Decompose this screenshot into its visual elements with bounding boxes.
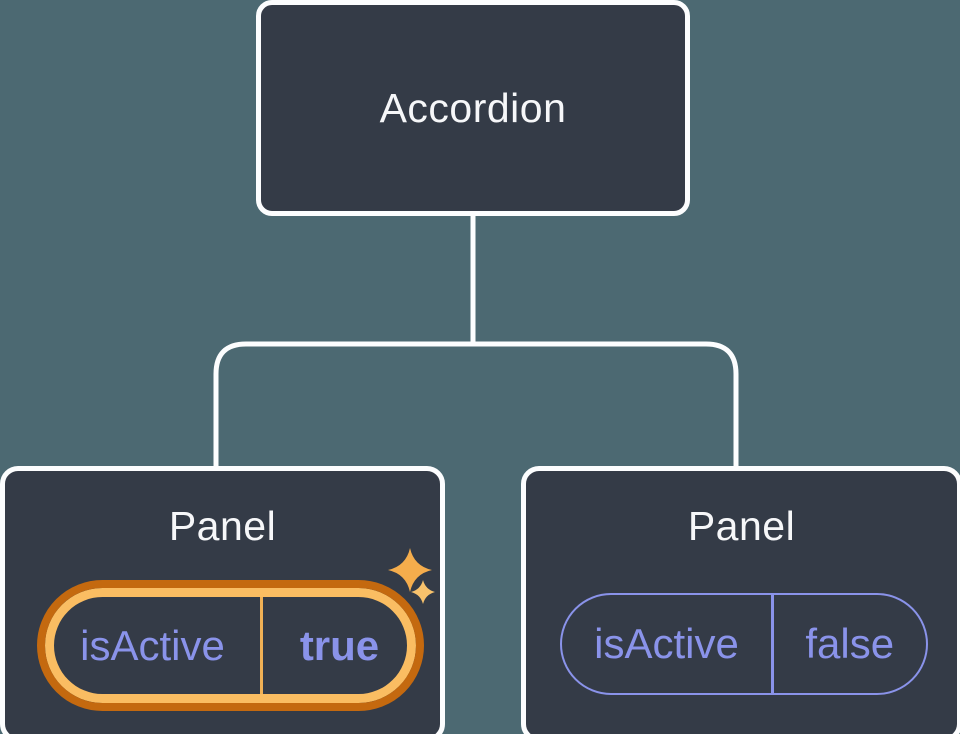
panel-node-inactive: Panel isActive false: [521, 466, 960, 734]
state-value: true: [299, 621, 380, 669]
pill-divider: [771, 595, 774, 693]
panel-node-active: Panel isActive true: [0, 466, 445, 734]
state-name: isActive: [594, 620, 739, 667]
state-value: false: [805, 620, 895, 667]
pill-divider: [260, 597, 263, 694]
state-name: isActive: [80, 621, 225, 669]
state-pill-inactive: isActive false: [560, 593, 928, 695]
sparkles-icon: [388, 548, 435, 604]
accordion-node: Accordion: [256, 0, 690, 216]
panel-title: Panel: [168, 503, 277, 549]
accordion-label: Accordion: [379, 84, 567, 131]
state-pill-active: isActive true: [37, 580, 424, 711]
panel-title: Panel: [687, 503, 796, 549]
